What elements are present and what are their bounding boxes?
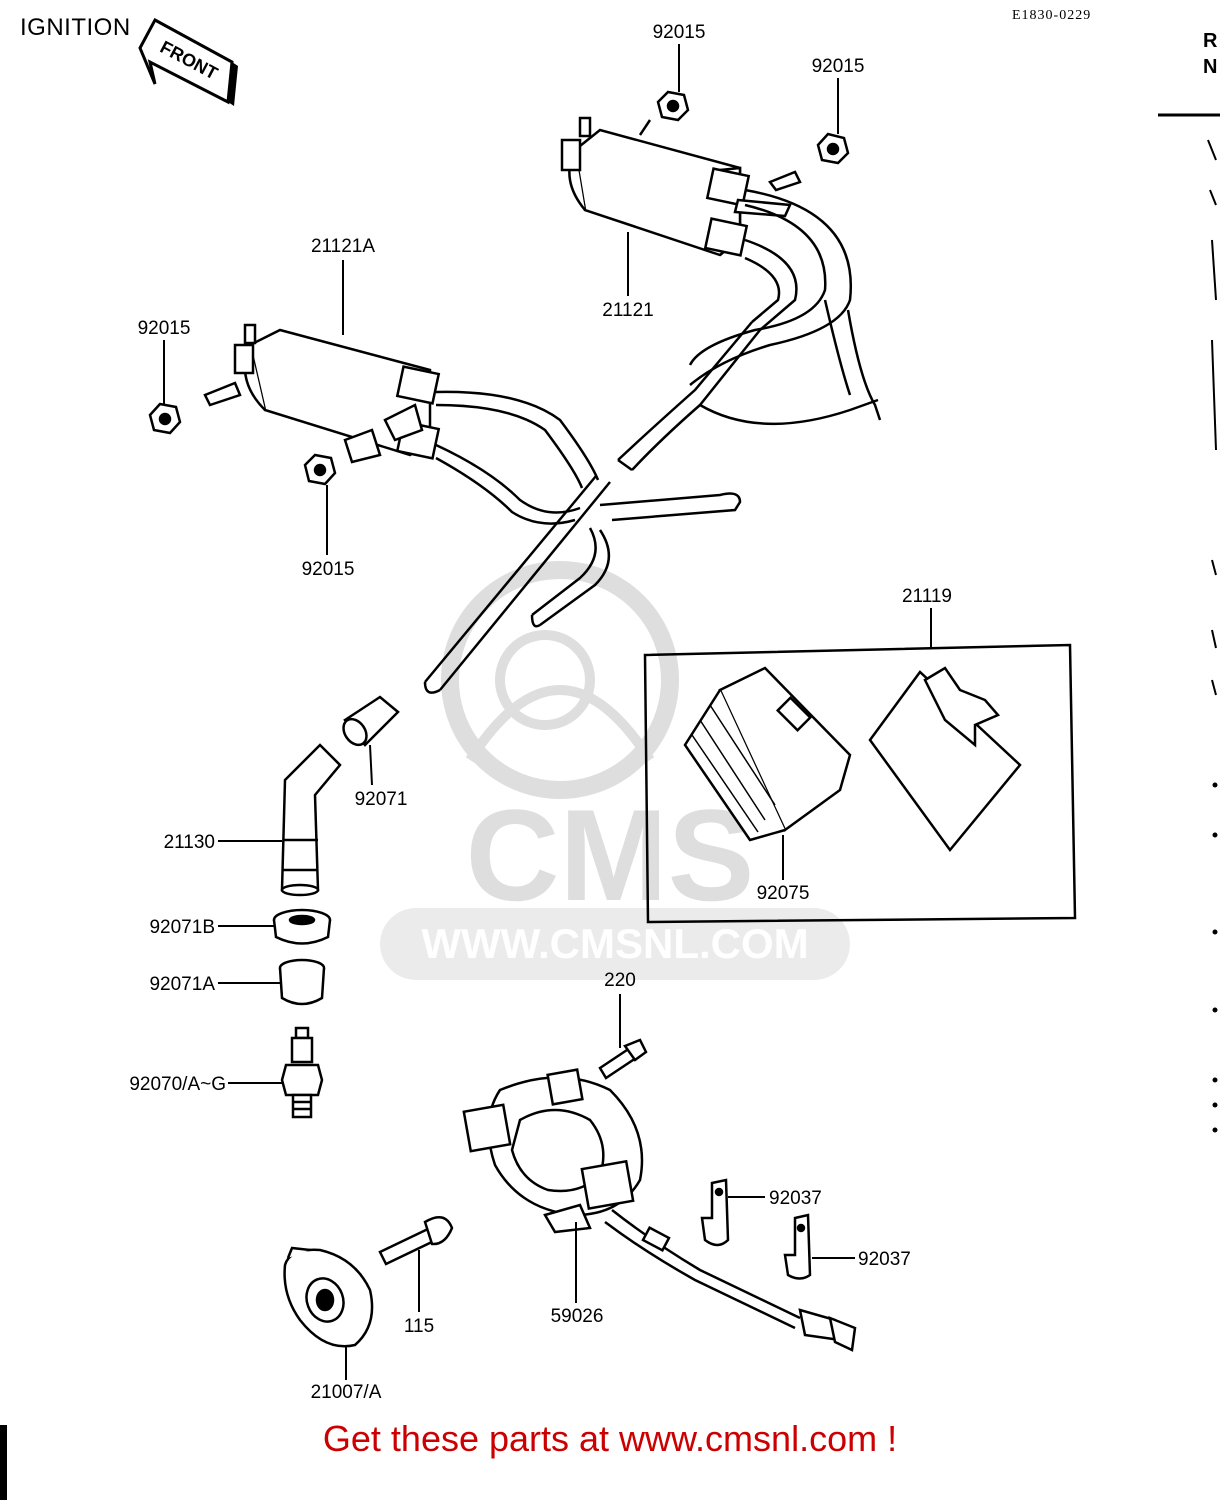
watermark-url: WWW.CMSNL.COM	[421, 920, 808, 967]
watermark-brand: CMS	[466, 782, 755, 928]
side-table-heading-2: N	[1203, 56, 1218, 78]
label-21121a: 21121A	[311, 236, 375, 257]
label-21007a: 21007/A	[311, 1382, 382, 1403]
label-92015-top: 92015	[653, 22, 706, 43]
seal-92071-icon	[342, 695, 400, 747]
nut-92015-top-icon	[656, 90, 690, 122]
callout-labels: 92015 92015 21121 21121A 92015 92015 211…	[129, 22, 952, 1403]
drawing-number: E1830-0229	[1012, 8, 1092, 23]
connector-icon	[798, 1308, 857, 1352]
label-115: 115	[404, 1316, 434, 1337]
clamp-92037-lower-icon	[783, 1213, 812, 1280]
spark-plug-92070-icon	[280, 1026, 324, 1119]
label-92071: 92071	[355, 789, 408, 810]
side-table-heading-1: R	[1203, 30, 1218, 52]
label-92071a: 92071A	[149, 974, 215, 995]
label-92015-left-upper: 92015	[138, 318, 191, 339]
label-21121: 21121	[602, 300, 653, 321]
label-92071b: 92071B	[149, 917, 215, 938]
leader-lines	[163, 44, 932, 1380]
igniter-module-92075-icon	[683, 666, 852, 842]
pickup-coil-59026-icon	[462, 1068, 644, 1234]
clamp-92037-upper-icon	[700, 1178, 730, 1247]
label-92075: 92075	[757, 883, 810, 904]
coil-21121a-leads	[423, 390, 742, 694]
label-92015-left-lower: 92015	[302, 559, 355, 580]
label-220: 220	[604, 970, 636, 991]
cmsnl-watermark: CMS WWW.CMSNL.COM	[380, 561, 850, 980]
label-92037-upper: 92037	[769, 1188, 822, 1209]
plug-cap-21130-icon	[280, 743, 342, 897]
pickup-coil-harness	[604, 1209, 801, 1330]
bolt-115-icon	[378, 1215, 454, 1266]
nut-92015-left-lower-icon	[303, 453, 337, 486]
page-edge-mark	[0, 1425, 7, 1500]
label-21130: 21130	[164, 832, 215, 853]
section-title: IGNITION	[20, 14, 131, 41]
seal-92071a-icon	[278, 958, 326, 1006]
igniter-bracket-icon	[868, 666, 1022, 853]
ignition-coil-21121	[560, 116, 802, 257]
bolt-220-icon	[598, 1038, 648, 1080]
label-92070: 92070/A~G	[129, 1074, 226, 1095]
cta-link[interactable]: Get these parts at www.cmsnl.com !	[322, 1418, 898, 1459]
igniter-box-21119	[643, 643, 1077, 924]
label-59026: 59026	[551, 1306, 604, 1327]
label-92015-right: 92015	[812, 56, 865, 77]
nut-92015-left-upper-icon	[148, 402, 182, 435]
nut-92015-right-icon	[816, 132, 850, 165]
front-arrow-icon: FRONT	[138, 17, 238, 106]
label-21119: 21119	[902, 586, 952, 607]
coil-21121-leads	[617, 188, 882, 472]
label-92037-lower: 92037	[858, 1249, 911, 1270]
rotor-21007a-icon	[283, 1246, 374, 1348]
seal-92071b-icon	[272, 908, 332, 945]
side-table-edge	[1158, 113, 1220, 1133]
ignition-coil-21121a	[203, 323, 441, 464]
